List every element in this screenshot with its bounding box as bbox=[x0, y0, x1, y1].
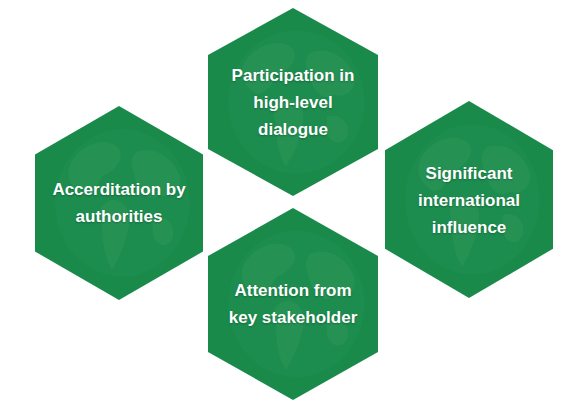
hexagon-shape bbox=[35, 106, 203, 300]
node-label: Accerditation by authorities bbox=[49, 176, 189, 230]
node-label: Significant international influence bbox=[399, 159, 539, 240]
hexagon-node: Accerditation by authorities bbox=[35, 106, 203, 300]
node-label: Participation in high-level dialogue bbox=[228, 62, 358, 143]
node-label: Attention from key stakeholder bbox=[228, 277, 358, 331]
hexagon-node: Participation in high-level dialogue bbox=[208, 8, 378, 196]
hexagon-node: Significant international influence bbox=[385, 101, 553, 298]
hexagon-shape bbox=[208, 208, 378, 400]
hexagon-node: Attention from key stakeholder bbox=[208, 208, 378, 400]
